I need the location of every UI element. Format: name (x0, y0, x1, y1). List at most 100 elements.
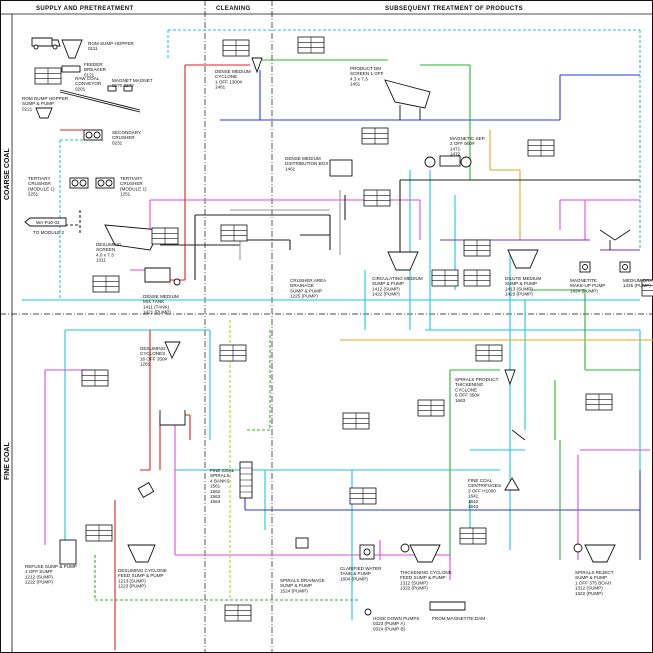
control-table-grid (476, 345, 502, 361)
label-line: 1412 (SUMP) (372, 286, 400, 291)
label-line: 1 OFF SUMP (25, 569, 53, 574)
label-line: CRUSHER (120, 181, 143, 186)
control-table-grid (343, 413, 369, 429)
label-line: SUMP & PUMP (290, 288, 322, 293)
label-line: 1423 (PUMP) (505, 292, 533, 297)
header-cleaning: CLEANING (216, 6, 251, 12)
label-line: 6 OFF 350# (455, 393, 480, 398)
label-line: MAGNET MAGNET (112, 78, 153, 83)
control-table-grid (225, 605, 251, 621)
label-line: (MODULE 1) (28, 186, 55, 191)
label-line: 1481 (215, 85, 226, 90)
label-line: MAKE-UP PUMP (570, 283, 605, 288)
label-line: 1472 (450, 152, 461, 157)
label-line: CENTRIFUGES (468, 483, 501, 488)
label-line: 0201 (75, 86, 86, 91)
label-line: ROM DUMP HOPPER (22, 96, 69, 101)
control-table-grid (364, 190, 390, 206)
label-line: 1461 (285, 166, 296, 171)
label-line: 1312 (SUMP) (575, 586, 603, 591)
label-line: DESLIMING (140, 346, 166, 351)
label-line: PRODUCT DM (350, 66, 381, 71)
label-line: 0323 (PUMP A) (373, 621, 405, 626)
label-line: 1424 (PUMP) (570, 288, 598, 293)
label-from-magnetite-dam: FROM MAGNETITE DAM (432, 616, 485, 621)
label-line: 1471 (450, 146, 461, 151)
label-line: TERTIARY (120, 176, 143, 181)
label-line: FINE COAL (468, 478, 493, 483)
label-line: 1563 (210, 494, 221, 499)
control-table-12 (641, 279, 653, 297)
label-line: FROM MAGNETITE DAM (432, 616, 485, 621)
label-to-module: TO MODULE 2 (33, 230, 65, 235)
label-line: DESLIMING CYCLONE (118, 568, 167, 573)
label-line: DENSE MEDIUM (215, 69, 251, 74)
label-line: 1311 (96, 258, 106, 263)
label-line: CRUSHER (112, 135, 135, 140)
label-line: 1564 (210, 499, 221, 504)
label-line: CRUSHER (28, 181, 51, 186)
label-line: CYCLONE (215, 74, 237, 79)
label-line: 1213 (SUMP) (118, 578, 146, 583)
label-line: CLARIFIED WATER (340, 566, 382, 571)
header-subsequent: SUBSEQUENT TREATMENT OF PRODUCTS (385, 6, 523, 12)
label-line: 1411 (TANK) (143, 304, 170, 309)
label-line: FINE COAL (210, 468, 235, 473)
label-line: 2 OFF 900# (450, 141, 475, 146)
control-table-grid (460, 528, 486, 544)
label-line: CYCLONES (140, 351, 165, 356)
label-line: SPIRALS REJECT (575, 570, 614, 575)
label-line: DENSE MEDIUM (143, 294, 179, 299)
label-line: (MODULE 1) (120, 186, 147, 191)
label-line: 0270 0272 (112, 83, 134, 88)
label-line: SPIRALS PRODUCT (455, 377, 499, 382)
label-line: DESLIMING (96, 242, 122, 247)
control-table-grid (35, 68, 61, 84)
label-line: 1322 (PUMP) (400, 586, 428, 591)
label-line: WA-P10-02 (36, 220, 60, 225)
label-line: REFUSE SUMP & PUMP (25, 564, 77, 569)
control-table-grid (642, 285, 653, 291)
control-table-grid (221, 225, 247, 241)
label-line: 1562 (210, 489, 221, 494)
control-table-grid (298, 37, 324, 53)
control-table-grid (586, 394, 612, 410)
label-line: 1281 (140, 362, 151, 367)
label-line: 1212 (SUMP) (25, 574, 53, 579)
label-line: TANK & PUMP (340, 571, 371, 576)
control-table-grid (93, 276, 119, 292)
label-line: DENSE MEDIUM (285, 156, 321, 161)
label-line: 1643 (468, 504, 479, 509)
control-table-grid (350, 488, 376, 504)
label-line: 3 OFF H1000 (468, 488, 496, 493)
label-line: 4.0 x 7.3 (96, 252, 114, 257)
label-line: 1413 (SUMP) (505, 286, 533, 291)
control-table-grid (82, 370, 108, 386)
control-table-grid (464, 270, 490, 286)
label-line: SUMP & PUMP (575, 575, 607, 580)
control-tables (34, 36, 653, 622)
label-line: 1663 (455, 398, 466, 403)
control-table-grid (152, 228, 178, 244)
section-label-coarse: COARSE COAL (4, 148, 11, 200)
label-line: SECONDARY (112, 130, 141, 135)
control-table-grid (220, 345, 246, 361)
label-line: FEEDER (84, 62, 103, 67)
label-line: CONVEYOR (75, 81, 102, 86)
label-line: 1225 (PUMP) (290, 294, 318, 299)
label-line: 1524 (PUMP) (280, 588, 308, 593)
